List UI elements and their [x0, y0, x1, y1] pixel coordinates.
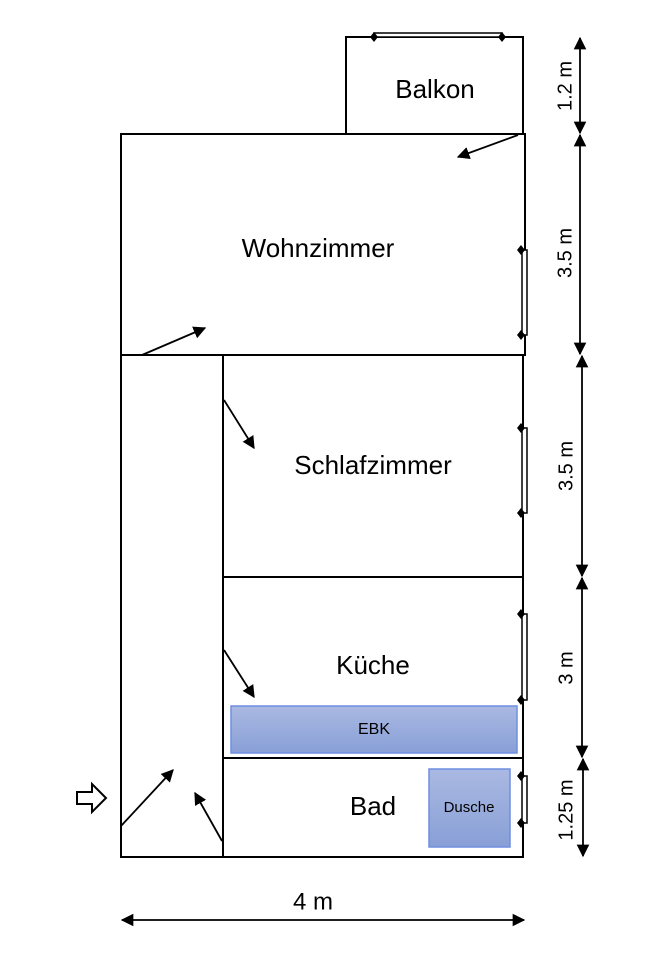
door-arrow-icon: [456, 134, 519, 160]
dusche-shower: [428, 768, 511, 848]
door-arrow-icon: [194, 791, 223, 842]
dimension-bad: 1.25 m: [555, 779, 577, 840]
door-arrow-icon: [223, 399, 255, 450]
room-label-bad: Bad: [350, 791, 396, 821]
dusche-label: Dusche: [444, 799, 495, 816]
dimension-kueche: 3 m: [555, 651, 577, 684]
room-balkon: Balkon: [345, 36, 524, 135]
horizontal-dimension: 4 m: [120, 888, 526, 927]
window-schlafzimmer: [521, 427, 528, 514]
room-bad: Bad Dusche: [222, 757, 524, 858]
room-kueche: Küche EBK: [222, 576, 524, 759]
room-label-wohnzimmer: Wohnzimmer: [242, 233, 395, 263]
room-schlafzimmer: Schlafzimmer: [222, 354, 524, 578]
ebk-kitchen-unit: [230, 705, 518, 754]
window-kueche: [521, 613, 528, 701]
door-arrow-icon: [120, 769, 174, 827]
window-bad: [521, 775, 528, 824]
door-arrow-icon: [141, 326, 207, 356]
window-wohnzimmer: [521, 249, 528, 336]
dimension-schlafzimmer: 3.5 m: [555, 441, 577, 491]
room-label-schlafzimmer: Schlafzimmer: [294, 450, 452, 480]
window-balkon: [373, 32, 503, 38]
dimension-wohnzimmer: 3.5 m: [554, 228, 576, 278]
door-arrow-icon: [223, 649, 255, 699]
doors: [120, 134, 519, 842]
windows: [370, 32, 528, 828]
vertical-dimensions: 1.2 m 3.5 m 3.5 m 3 m 1.25 m: [554, 36, 590, 858]
room-label-kueche: Küche: [336, 650, 410, 680]
hallway: [120, 354, 224, 858]
ebk-label: EBK: [358, 721, 390, 738]
room-label-balkon: Balkon: [395, 74, 475, 104]
dimension-total-width: 4 m: [293, 888, 333, 915]
room-wohnzimmer: Wohnzimmer: [120, 133, 526, 356]
dimension-balkon: 1.2 m: [554, 61, 576, 111]
entrance-arrow-icon: [76, 781, 108, 815]
